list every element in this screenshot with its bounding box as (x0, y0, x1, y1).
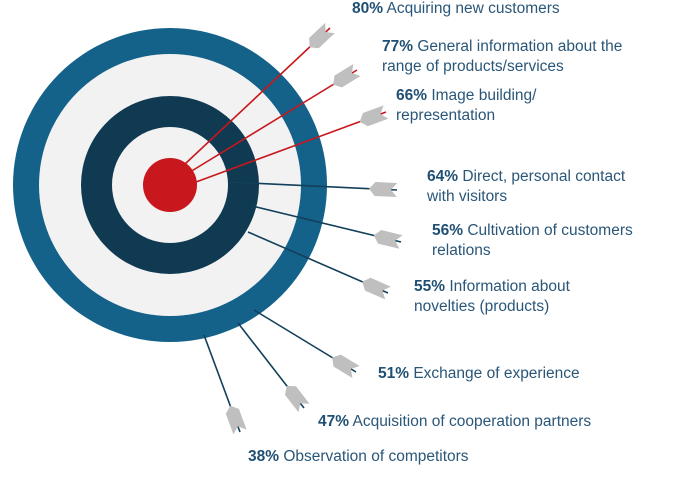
arrow-label: 51% Exchange of experience (378, 364, 580, 384)
arrow-fletching (369, 182, 398, 197)
arrow-fletching (285, 385, 310, 413)
label-text: Exchange of experience (409, 365, 580, 382)
bullseye (143, 158, 197, 212)
label-value: 64% (427, 168, 459, 185)
arrow-shaft (227, 181, 398, 191)
arrow-fletching (362, 277, 391, 300)
arrow (247, 231, 391, 300)
arrow-fletching (373, 230, 403, 249)
arrow-label: 80% Acquiring new customers (352, 0, 560, 19)
label-text: Observation of competitors (279, 448, 469, 465)
arrow-fletching (333, 64, 361, 88)
arrow (189, 64, 361, 173)
arrow-label: 38% Observation of competitors (248, 447, 469, 467)
arrow-label: 47% Acquisition of cooperation partners (318, 412, 591, 432)
label-value: 77% (382, 38, 414, 55)
label-value: 51% (378, 365, 410, 382)
arrow (237, 322, 310, 413)
arrow (195, 105, 389, 183)
label-value: 55% (414, 278, 446, 295)
label-text: Acquiring new customers (383, 0, 560, 17)
arrow (184, 22, 335, 165)
arrow-shaft (195, 111, 387, 183)
label-value: 80% (352, 0, 384, 17)
arrow-shaft (189, 69, 358, 173)
arrows-group (184, 22, 403, 435)
arrow-fletching (359, 105, 389, 127)
label-text: Acquisition of cooperation partners (349, 413, 592, 430)
arrow (253, 309, 360, 378)
arrow (251, 205, 403, 249)
target-rings (13, 28, 327, 342)
arrow-fletching (225, 405, 247, 435)
label-value: 38% (248, 448, 280, 465)
arrow (203, 334, 247, 435)
arrow-label: 66% Image building/representation (396, 86, 536, 126)
arrow (227, 181, 398, 197)
label-value: 66% (396, 87, 428, 104)
arrow-shaft (184, 27, 331, 165)
arrow-fletching (309, 22, 335, 49)
label-value: 47% (318, 413, 350, 430)
label-value: 56% (432, 222, 464, 239)
arrow-fletching (332, 354, 360, 378)
label-text: Image building/representation (396, 87, 537, 124)
